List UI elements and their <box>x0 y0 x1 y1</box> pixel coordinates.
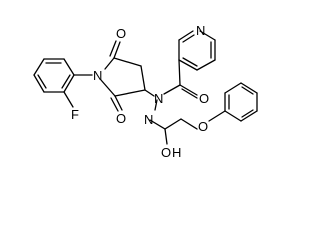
bond-ph-6 <box>224 110 242 122</box>
bond-aryl-carbonyl <box>178 59 181 86</box>
atom-o-succinimide-bottom: O <box>116 111 126 126</box>
bond-ring-b <box>113 57 142 67</box>
bond-carbonyl-n <box>163 84 181 95</box>
bond-fph-6-inner <box>61 74 71 89</box>
atom-f-fluoro: F <box>71 107 79 122</box>
bond-o-phenyl <box>208 110 226 122</box>
bond-ph-2 <box>224 82 242 94</box>
molecule-drawing: N O N N O N O F O O H <box>33 23 258 160</box>
bond-n-n <box>154 99 158 111</box>
atom-n-hydrazide2: N <box>144 112 153 127</box>
bond-top-co-b <box>109 40 117 57</box>
atom-h-amide2: H <box>172 145 181 160</box>
bond-pyr-6-inner <box>182 34 195 43</box>
bond-ring-d <box>100 79 116 97</box>
atom-o-succinimide-top: O <box>116 26 126 41</box>
bond-c2-ch2 <box>164 118 182 130</box>
bond-c2-o <box>164 128 168 145</box>
bond-n-ch <box>144 89 155 97</box>
bond-ch2-o <box>180 118 198 130</box>
atom-o-amide2: O <box>161 145 171 160</box>
bonds-layer <box>33 30 258 145</box>
bond-pyr-4-inner <box>182 57 198 67</box>
bond-pyr-1 <box>199 30 216 41</box>
atom-labels: N O N N O N O F O O H <box>71 23 209 160</box>
bond-c-f <box>63 91 74 108</box>
atom-n-pyridine: N <box>196 23 205 38</box>
bond-fph-6 <box>63 74 75 93</box>
atom-o-amide1: O <box>199 91 209 106</box>
bond-bot-co <box>114 95 123 111</box>
bond-fph-4-inner <box>37 74 47 89</box>
bond-pyr-6 <box>178 30 194 41</box>
atom-n-succinimide: N <box>93 68 102 83</box>
bond-c-o-1b <box>181 88 198 99</box>
bond-n-c2 <box>149 119 166 130</box>
bond-pyr-3 <box>196 59 216 71</box>
bond-ph-3-inner <box>241 86 254 95</box>
bond-ring-a <box>140 65 146 91</box>
bond-top-co <box>113 41 121 59</box>
bond-fph-4 <box>33 74 45 93</box>
bond-bot-co-b <box>110 97 119 112</box>
atom-n-hydrazide1: N <box>154 91 163 106</box>
structure-diagram: N O N N O N O F O O H <box>33 23 258 160</box>
bond-ring-c <box>104 57 115 70</box>
bond-c-o-1 <box>179 84 198 96</box>
bond-ph-5 <box>240 110 258 122</box>
bond-ph-5-inner <box>241 109 254 118</box>
bond-ring-e <box>114 89 146 97</box>
bond-fph-3 <box>33 58 45 76</box>
bond-pyr-4 <box>178 59 198 71</box>
bond-fph-1 <box>63 58 75 76</box>
atom-o-phenoxy: O <box>198 119 208 134</box>
bond-ph-3 <box>240 82 258 94</box>
